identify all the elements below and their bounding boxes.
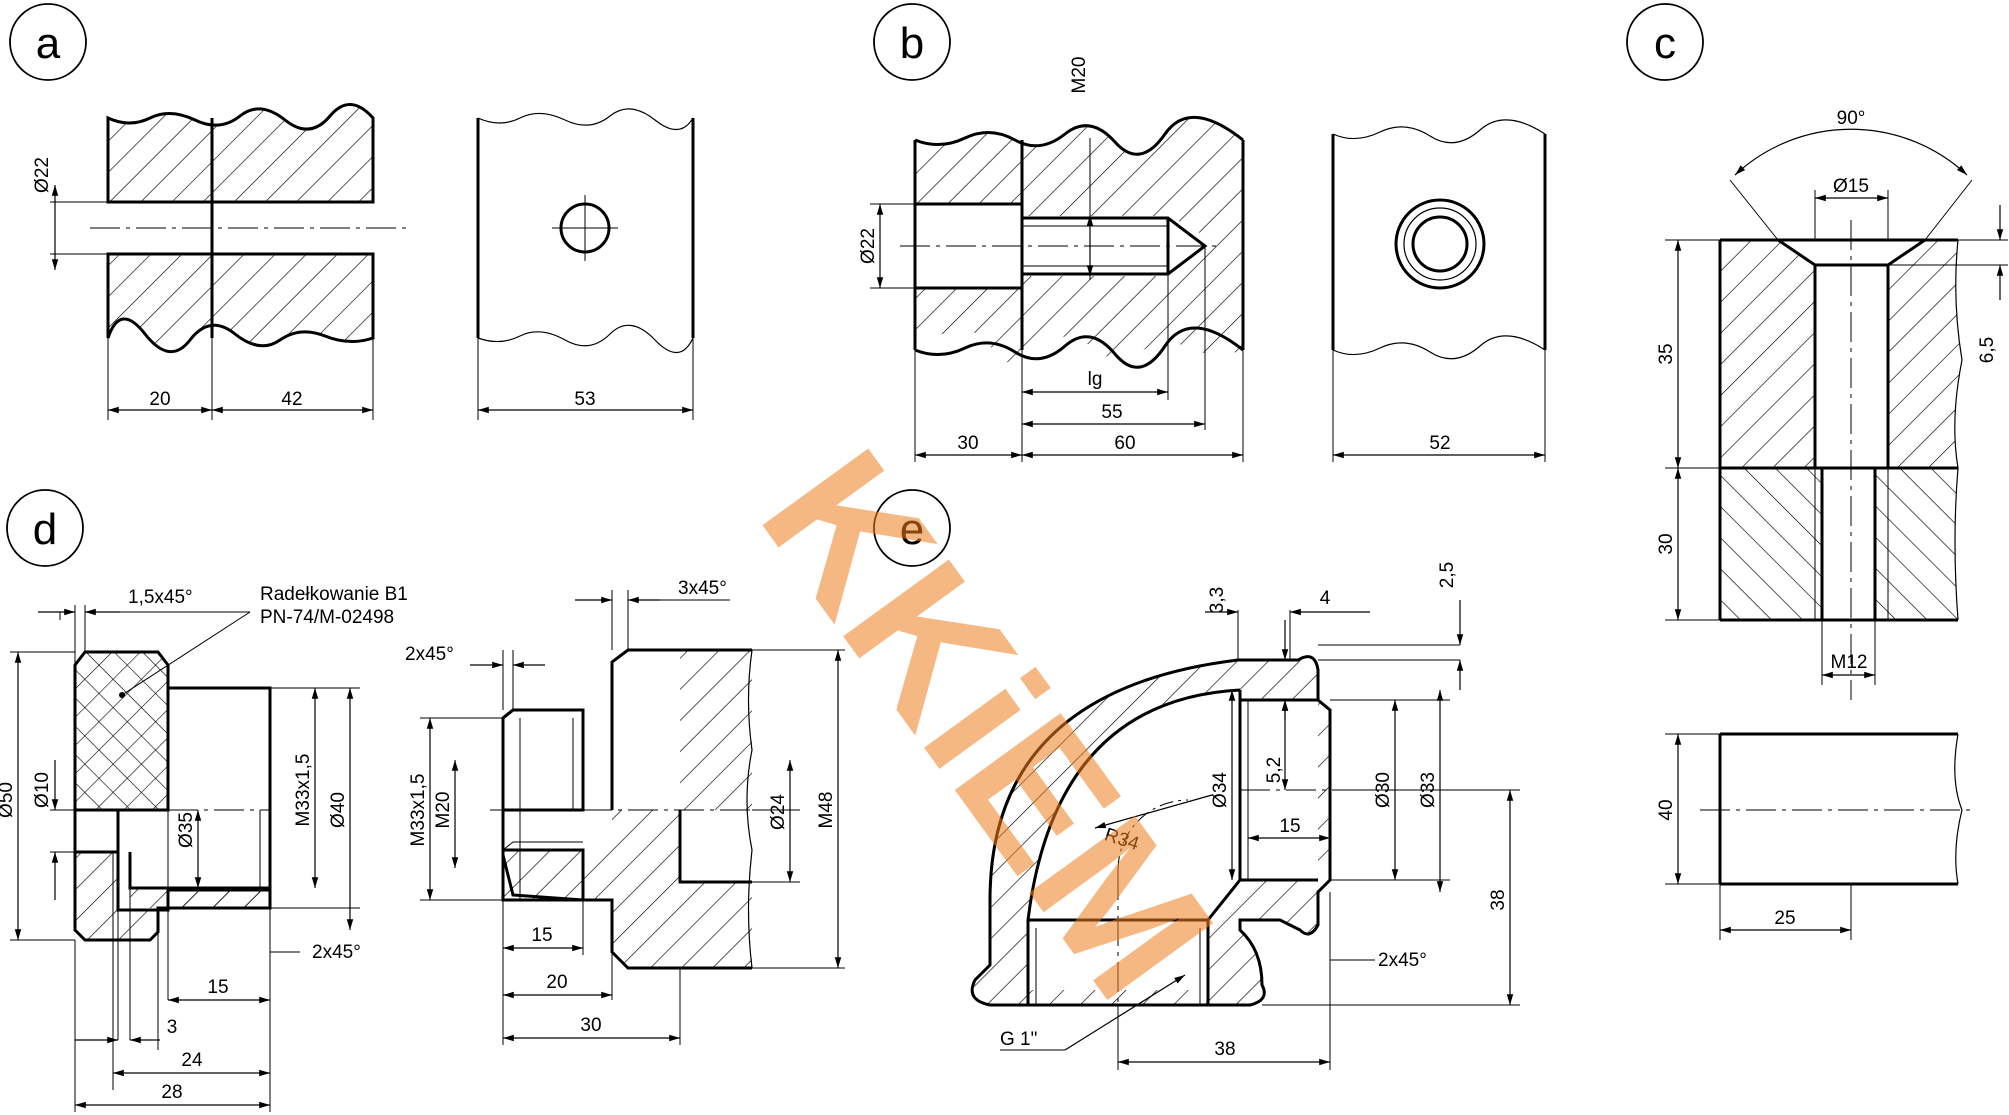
dim-length: 3 — [167, 1017, 178, 1038]
dim-length: 15 — [531, 925, 552, 946]
dim-diameter: Ø10 — [32, 772, 53, 808]
dim-length: 30 — [957, 433, 978, 454]
panel-d: d 1,5x45° Radełkowanie B1 PN-74/M-02498 — [0, 489, 845, 1112]
panel-a: a Ø22 20 42 — [9, 3, 695, 420]
dim-thread: M33x1,5 — [293, 754, 314, 827]
dim-chamfer: 2x45° — [405, 644, 454, 665]
dim-length: 60 — [1114, 433, 1135, 454]
dim-length: 30 — [580, 1015, 601, 1036]
panel-label-circle — [9, 3, 87, 81]
section-view-d-left: 1,5x45° Radełkowanie B1 PN-74/M-02498 Ø5… — [0, 584, 408, 1112]
dim-diameter: Ø15 — [1833, 176, 1869, 197]
dim-length: 35 — [1656, 343, 1677, 364]
panel-c: c 90° Ø15 — [1626, 3, 2008, 940]
side-view-a: 53 — [476, 108, 695, 420]
dim-diameter: Ø40 — [328, 792, 349, 828]
panel-b: b M20 Ø22 — [858, 3, 1547, 462]
dim-length: 24 — [181, 1050, 203, 1071]
dim-chamfer: 3x45° — [678, 578, 727, 599]
dim-thread-depth: 5,2 — [1264, 757, 1285, 783]
panel-label-circle — [873, 3, 951, 81]
dim-thread: M48 — [816, 792, 837, 829]
dim-length: 20 — [149, 389, 170, 410]
panel-label-a: a — [36, 19, 61, 68]
dim-chamfer: 2x45° — [312, 942, 361, 963]
section-view-d-right: 3x45° 2x45° M33x1,5 M20 Ø24 M48 — [405, 578, 845, 1045]
panel-e: e R34 Ø34 5,2 15 — [873, 489, 1520, 1070]
panel-label-e: e — [900, 505, 924, 554]
panel-label-c: c — [1654, 19, 1676, 68]
dim-angle: 90° — [1837, 108, 1866, 129]
panel-label-circle — [873, 489, 951, 567]
panel-label-d: d — [33, 505, 57, 554]
dim-length: 52 — [1429, 433, 1450, 454]
dim-diameter: Ø50 — [0, 782, 17, 818]
dim-thread: M20 — [1069, 57, 1090, 94]
dim-length: 42 — [281, 389, 302, 410]
dim-length: 30 — [1656, 533, 1677, 554]
section-view-a: Ø22 20 42 — [32, 103, 408, 420]
dim-thread: M20 — [433, 792, 454, 829]
dim-length: 53 — [574, 389, 595, 410]
dim-length: 55 — [1101, 402, 1122, 423]
elbow-section-e: R34 Ø34 5,2 15 Ø30 Ø33 38 2,5 — [970, 562, 1520, 1070]
top-view-c: 40 25 — [1656, 732, 1975, 940]
panel-label-b: b — [900, 19, 924, 68]
section-view-b: M20 Ø22 lg 55 30 60 — [858, 57, 1245, 462]
dim-depth: 6,5 — [1977, 337, 1998, 363]
dim-length: 15 — [207, 977, 228, 998]
dim-diameter: Ø22 — [858, 228, 879, 264]
section-view-c: 90° Ø15 35 30 6,5 M12 — [1656, 108, 2008, 700]
panel-label-circle — [6, 489, 84, 567]
dim-thread: M33x1,5 — [408, 774, 429, 847]
dim-chamfer: 2x45° — [1378, 950, 1427, 971]
dim-diameter: Ø22 — [32, 157, 53, 193]
dim-thread-length: lg — [1088, 369, 1103, 390]
dim-thickness: 3,3 — [1207, 587, 1228, 613]
dim-length: 25 — [1774, 908, 1795, 929]
dim-length: 40 — [1656, 799, 1677, 820]
dim-length: 38 — [1488, 889, 1509, 910]
dim-thickness: 2,5 — [1437, 562, 1458, 588]
dim-length: 15 — [1279, 816, 1300, 837]
thread-callout: G 1" — [1000, 1029, 1037, 1050]
dim-length: 28 — [161, 1082, 182, 1103]
dim-diameter: Ø34 — [1210, 772, 1231, 808]
dim-diameter: Ø24 — [768, 794, 789, 830]
dim-length: 20 — [546, 972, 567, 993]
dim-chamfer: 1,5x45° — [128, 587, 193, 608]
dim-thread: M12 — [1831, 652, 1868, 673]
knurl-standard: PN-74/M-02498 — [260, 607, 394, 628]
dim-diameter: Ø35 — [176, 812, 197, 848]
dim-length: 38 — [1214, 1039, 1235, 1060]
knurl-note: Radełkowanie B1 — [260, 584, 408, 605]
side-view-b: 52 — [1331, 119, 1547, 462]
dim-length: 4 — [1320, 588, 1331, 609]
panel-label-circle — [1626, 3, 1704, 81]
